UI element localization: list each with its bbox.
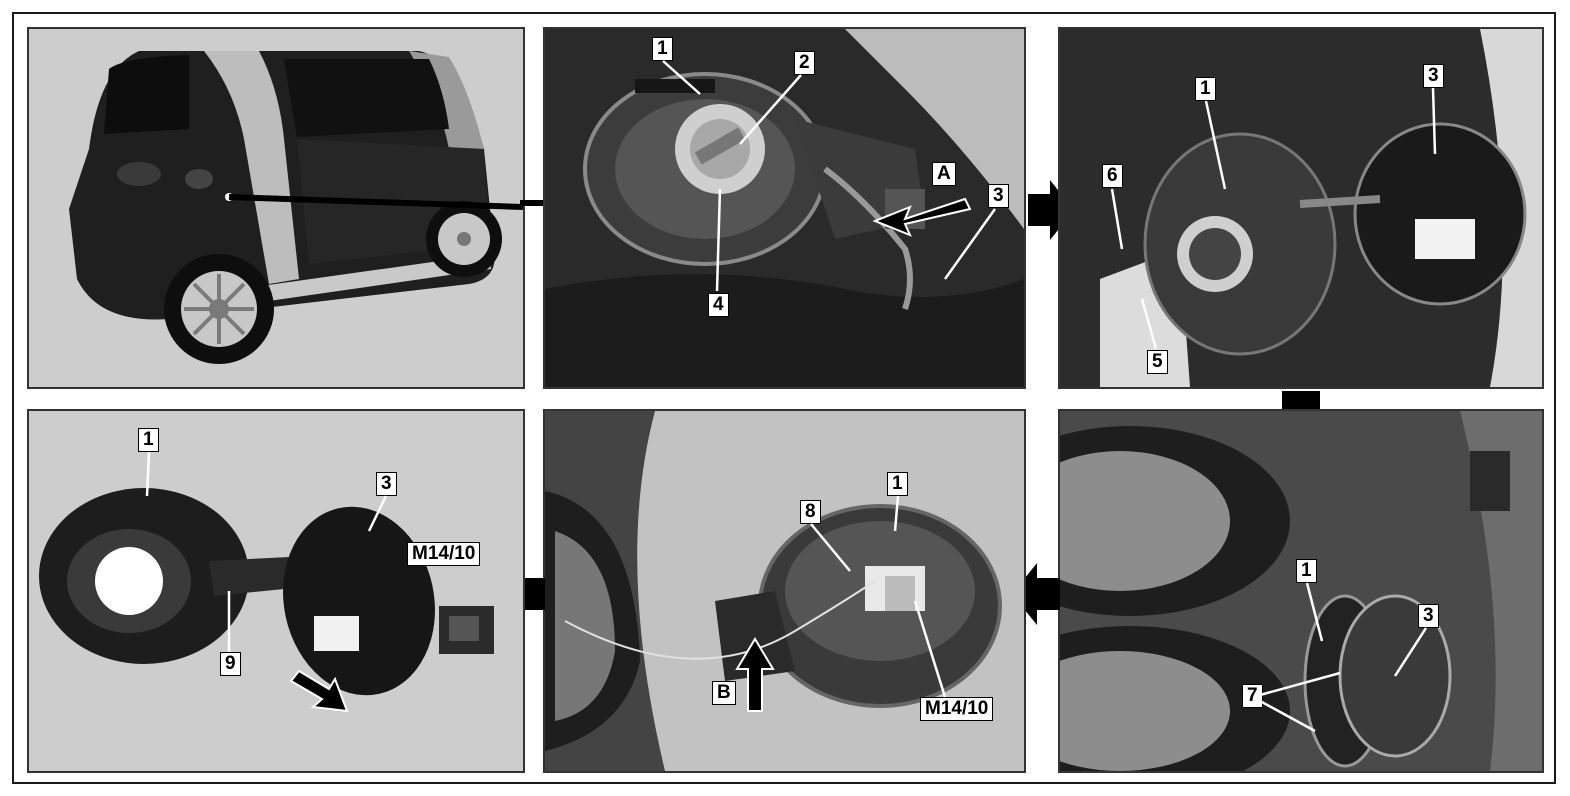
- fuel-filler-photo: [545, 29, 1024, 387]
- callout-3: 3: [376, 472, 397, 496]
- panel-vehicle-overview: [27, 27, 525, 389]
- panel-removed-assembly: 1 3 9 M14/10: [27, 409, 525, 773]
- callout-M14-10: M14/10: [407, 542, 481, 566]
- callout-3: 3: [988, 184, 1009, 208]
- flap-open-photo: [1060, 29, 1542, 387]
- actuator-photo: [545, 411, 1024, 771]
- callout-3: 3: [1418, 604, 1439, 628]
- callout-1: 1: [1195, 77, 1216, 101]
- vehicle-illustration: [29, 29, 523, 387]
- callout-1: 1: [138, 428, 159, 452]
- callout-3: 3: [1423, 64, 1444, 88]
- callout-M14-10: M14/10: [920, 697, 994, 721]
- callout-5: 5: [1147, 350, 1168, 374]
- callout-1: 1: [1296, 559, 1317, 583]
- panel-fuel-filler-closed: 1 2 3 4 A: [543, 27, 1026, 389]
- panel-rear-view-flap: 1 3 7: [1058, 409, 1544, 773]
- leader-lines: [735, 495, 947, 712]
- callout-A: A: [932, 162, 956, 186]
- assembly-photo: [29, 411, 523, 771]
- leader-lines: [1110, 87, 1437, 350]
- callout-2: 2: [794, 51, 815, 75]
- callout-1: 1: [887, 472, 908, 496]
- callout-B: B: [712, 681, 736, 705]
- panel-fuel-filler-flap-open: 1 3 6 5: [1058, 27, 1544, 389]
- callout-1: 1: [652, 37, 673, 61]
- leader-lines: [145, 451, 388, 713]
- callout-6: 6: [1102, 164, 1123, 188]
- leader-lines: [662, 60, 997, 292]
- leader-lines: [1259, 582, 1428, 733]
- flow-arrow-left-1: [1012, 563, 1060, 625]
- rear-flap-photo: [1060, 411, 1542, 771]
- callout-4: 4: [708, 293, 729, 317]
- flow-arrow-right-1: [1028, 180, 1074, 240]
- callout-9: 9: [220, 652, 241, 676]
- callout-7: 7: [1242, 684, 1263, 708]
- callout-8: 8: [800, 500, 821, 524]
- panel-actuator-detail: 8 1 M14/10 B: [543, 409, 1026, 773]
